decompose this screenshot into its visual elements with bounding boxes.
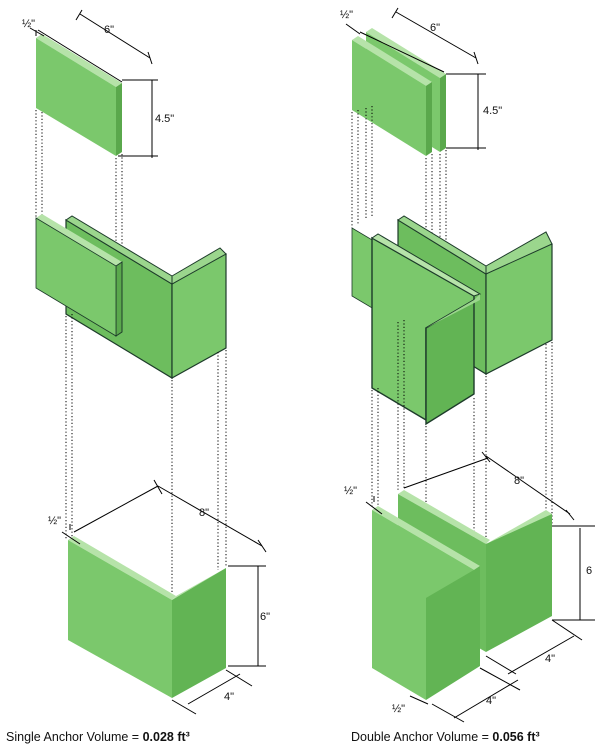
right-caption: Double Anchor Volume = 0.056 ft³ [351,730,540,744]
right-top-thickness-label: ½" [340,9,353,21]
left-bottom-thickness-label: ½" [48,515,61,527]
left-caption-value: 0.028 ft³ [142,730,190,744]
left-top-width-label: 6" [104,24,114,36]
right-caption-label: Double Anchor Volume = [351,730,493,744]
right-caption-value: 0.056 ft³ [492,730,540,744]
right-top-width-label: 6" [430,22,440,34]
left-column: ½" 6" 4.5" [22,9,270,715]
right-column: ½" 6" 4.5" [340,7,595,723]
left-top-height-label: 4.5" [155,113,174,125]
right-top-height-label: 4.5" [483,105,502,117]
right-bottom-block [372,490,552,700]
left-caption: Single Anchor Volume = 0.028 ft³ [6,730,190,744]
left-bottom-depth-label: 4" [224,691,234,703]
right-bottom-depth-b-label: 4" [486,695,496,707]
left-middle-assembly [35,214,227,380]
right-top-plates [352,28,446,156]
right-bottom-height-label: 6 [586,565,592,577]
right-middle-assembly [351,215,553,426]
right-bottom-length-label: 8" [514,475,524,487]
left-bottom-block [68,536,226,698]
left-bottom-length-label: 8" [199,507,209,519]
right-bottom-thickness-bottom-label: ½" [392,703,405,715]
left-bottom-height-label: 6" [260,611,270,623]
right-bottom-depth-a-label: 4" [545,653,555,665]
left-top-plate [36,34,122,156]
left-top-thickness-label: ½" [22,18,35,30]
right-bottom-thickness-label: ½" [344,485,357,497]
left-caption-label: Single Anchor Volume = [6,730,143,744]
